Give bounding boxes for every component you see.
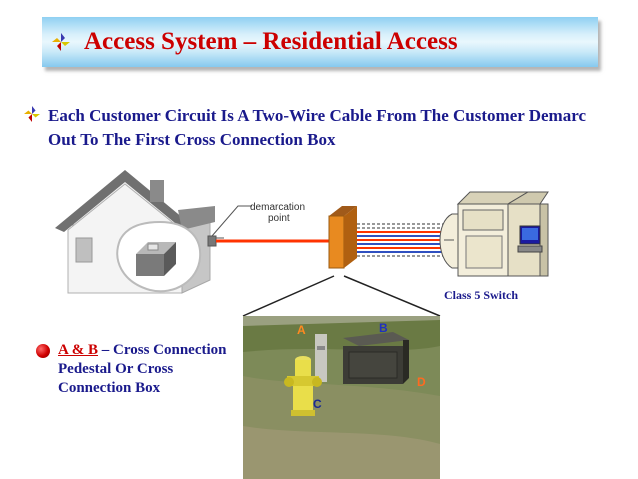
class5-switch-icon [439,191,549,277]
photo-label-c: C [313,397,322,411]
photo-label-d: D [417,375,426,389]
photo-label-a: A [297,323,306,337]
pedestal-photo: A B C D [243,316,440,479]
demarc-box-icon [207,235,217,247]
main-bullet-text: Each Customer Circuit Is A Two-Wire Cabl… [48,106,586,149]
side-bullet-text: A & B – Cross Connection Pedestal Or Cro… [58,341,228,398]
switch-label: Class 5 Switch [444,288,519,302]
photo-label-b: B [379,321,388,335]
title-bar [42,17,598,67]
pinwheel-bullet-icon [24,106,40,122]
page-title: Access System – Residential Access [84,28,458,55]
zoom-line-right [343,275,441,317]
demarcation-callout-line [211,205,252,237]
feeder-cable [357,223,450,257]
side-bullet-rest: – Cross Connection Pedestal Or Cross Con… [58,342,227,396]
zoom-line-left [242,275,335,317]
red-dot-bullet-icon [36,344,50,358]
demarc-zoom-icon [116,220,202,293]
pinwheel-bullet-icon [52,33,70,51]
cross-box-icon [328,206,357,269]
demarcation-label-line1: demarcation [250,202,305,213]
side-bullet-ab: A & B [58,342,99,358]
demarcation-label-line2: point [268,213,290,224]
